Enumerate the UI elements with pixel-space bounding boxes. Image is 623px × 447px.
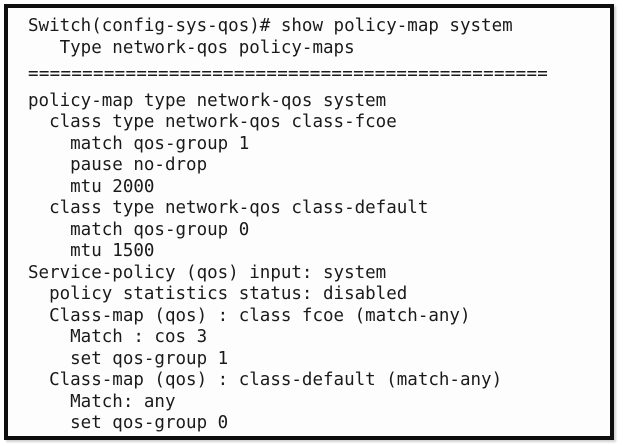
console-line: Match : cos 3 <box>28 327 208 347</box>
console-line: Switch(config-sys-qos)# show policy-map … <box>28 16 513 36</box>
console-line: mtu 2000 <box>28 176 155 197</box>
console-line: class type network-qos class-default <box>28 198 429 218</box>
console-line: Class-map (qos) : class fcoe (match-any) <box>28 305 471 326</box>
console-line: policy statistics status: disabled <box>28 284 408 304</box>
console-line: Service-policy (qos) input: system <box>28 262 387 283</box>
console-output: Switch(config-sys-qos)# show policy-map … <box>28 16 602 435</box>
console-line: set qos-group 0 <box>28 413 229 433</box>
console-line: match qos-group 1 <box>28 133 250 154</box>
console-line: match qos-group 0 <box>28 219 250 240</box>
separator-line: ========================================… <box>28 64 549 84</box>
console-line: Type network-qos policy-maps <box>28 37 355 58</box>
console-line: mtu 1500 <box>28 241 155 261</box>
console-line: Class-map (qos) : class-default (match-a… <box>28 370 503 390</box>
console-line: set qos-group 1 <box>28 348 229 369</box>
console-line: pause no-drop <box>28 155 208 175</box>
console-line: policy-map type network-qos system <box>28 90 387 111</box>
console-line: class type network-qos class-fcoe <box>28 112 397 132</box>
terminal-frame: Switch(config-sys-qos)# show policy-map … <box>4 4 614 440</box>
console-line: Match: any <box>28 391 176 412</box>
